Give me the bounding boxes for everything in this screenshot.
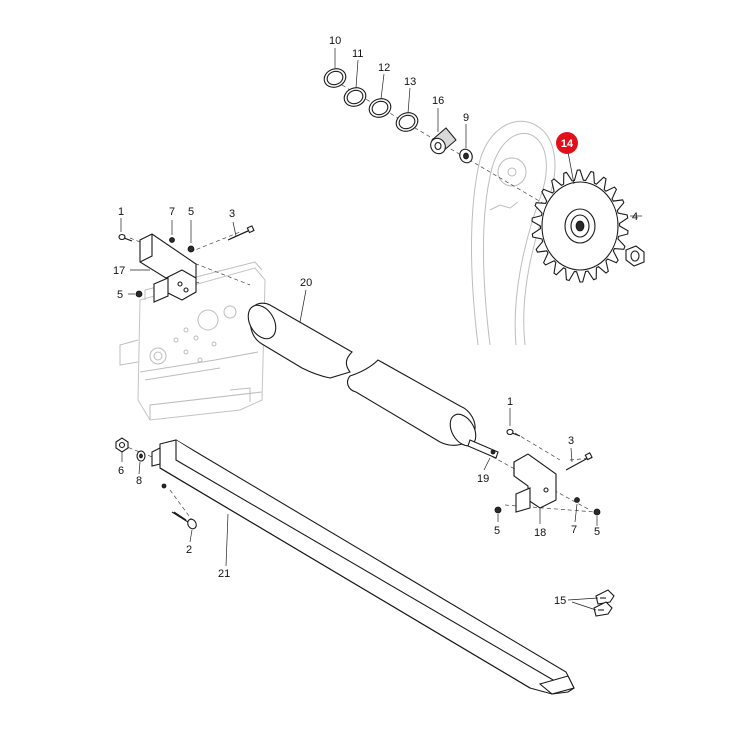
ring-10[interactable] bbox=[322, 66, 349, 90]
callout-1-lower: 1 bbox=[507, 396, 513, 408]
callout-2: 2 bbox=[186, 544, 192, 556]
callout-11: 11 bbox=[352, 48, 363, 60]
ring-12[interactable] bbox=[367, 96, 394, 120]
nut-7-lower[interactable] bbox=[574, 497, 580, 503]
bolt-3-lower[interactable] bbox=[565, 452, 593, 471]
callout-21: 21 bbox=[218, 568, 230, 580]
bushing-16[interactable] bbox=[428, 127, 457, 157]
bracket-18[interactable] bbox=[513, 453, 557, 513]
bolt-1-upper[interactable] bbox=[118, 233, 133, 242]
callout-5-mid-left: 5 bbox=[117, 289, 123, 301]
callout-8: 8 bbox=[136, 475, 142, 487]
callout-1-upper: 1 bbox=[118, 206, 124, 218]
washer-8[interactable] bbox=[136, 450, 146, 462]
callout-16: 16 bbox=[432, 95, 444, 107]
callout-5-lower-right: 5 bbox=[594, 526, 600, 538]
nut-5-lower-left[interactable] bbox=[135, 290, 143, 298]
scraper-bar-21[interactable] bbox=[151, 439, 575, 695]
callout-12: 12 bbox=[378, 62, 390, 74]
drive-chain-ghost bbox=[471, 120, 556, 346]
callout-4: 4 bbox=[632, 211, 638, 223]
nut-7-upper[interactable] bbox=[169, 237, 175, 243]
callout-17: 17 bbox=[113, 265, 125, 277]
nut-5-lower-bracket[interactable] bbox=[494, 506, 502, 514]
callout-3-upper: 3 bbox=[229, 208, 235, 220]
bolt-1-lower[interactable] bbox=[506, 428, 521, 437]
shaft-19[interactable] bbox=[467, 439, 499, 459]
ring-11[interactable] bbox=[342, 85, 369, 109]
callout-19: 19 bbox=[477, 473, 489, 485]
sprocket-14[interactable] bbox=[531, 169, 629, 283]
callout-9: 9 bbox=[463, 112, 469, 124]
callout-5-lower-bracket: 5 bbox=[494, 525, 500, 537]
nut-6[interactable] bbox=[115, 437, 129, 453]
callout-7-upper: 7 bbox=[169, 206, 175, 218]
washer-9[interactable] bbox=[457, 147, 474, 165]
leader-lines bbox=[120, 48, 642, 611]
bolt-2[interactable] bbox=[171, 511, 198, 530]
callout-labels: 1 7 5 3 17 5 10 11 12 13 16 9 14 4 20 1 … bbox=[113, 35, 638, 607]
callout-3-lower: 3 bbox=[568, 435, 574, 447]
nut-5-upper[interactable] bbox=[187, 245, 195, 253]
callout-10: 10 bbox=[329, 35, 341, 47]
callout-7-lower: 7 bbox=[571, 524, 577, 536]
highlight-badge-14: 14 bbox=[556, 132, 578, 154]
callout-15: 15 bbox=[554, 595, 566, 607]
callout-5-upper: 5 bbox=[188, 206, 194, 218]
callout-18: 18 bbox=[534, 527, 546, 539]
nut-4[interactable] bbox=[625, 245, 645, 267]
connector-15[interactable] bbox=[593, 589, 615, 617]
nut-5-lower-right[interactable] bbox=[593, 508, 601, 516]
callout-14: 14 bbox=[561, 138, 574, 150]
bolt-3-upper[interactable] bbox=[227, 225, 255, 241]
roller-20[interactable] bbox=[243, 300, 481, 450]
frame-plate-ghost bbox=[119, 261, 266, 421]
bracket-17[interactable] bbox=[139, 233, 197, 303]
callout-6: 6 bbox=[118, 465, 124, 477]
callout-13: 13 bbox=[404, 76, 416, 88]
ring-13[interactable] bbox=[394, 110, 421, 134]
callout-20: 20 bbox=[300, 277, 312, 289]
